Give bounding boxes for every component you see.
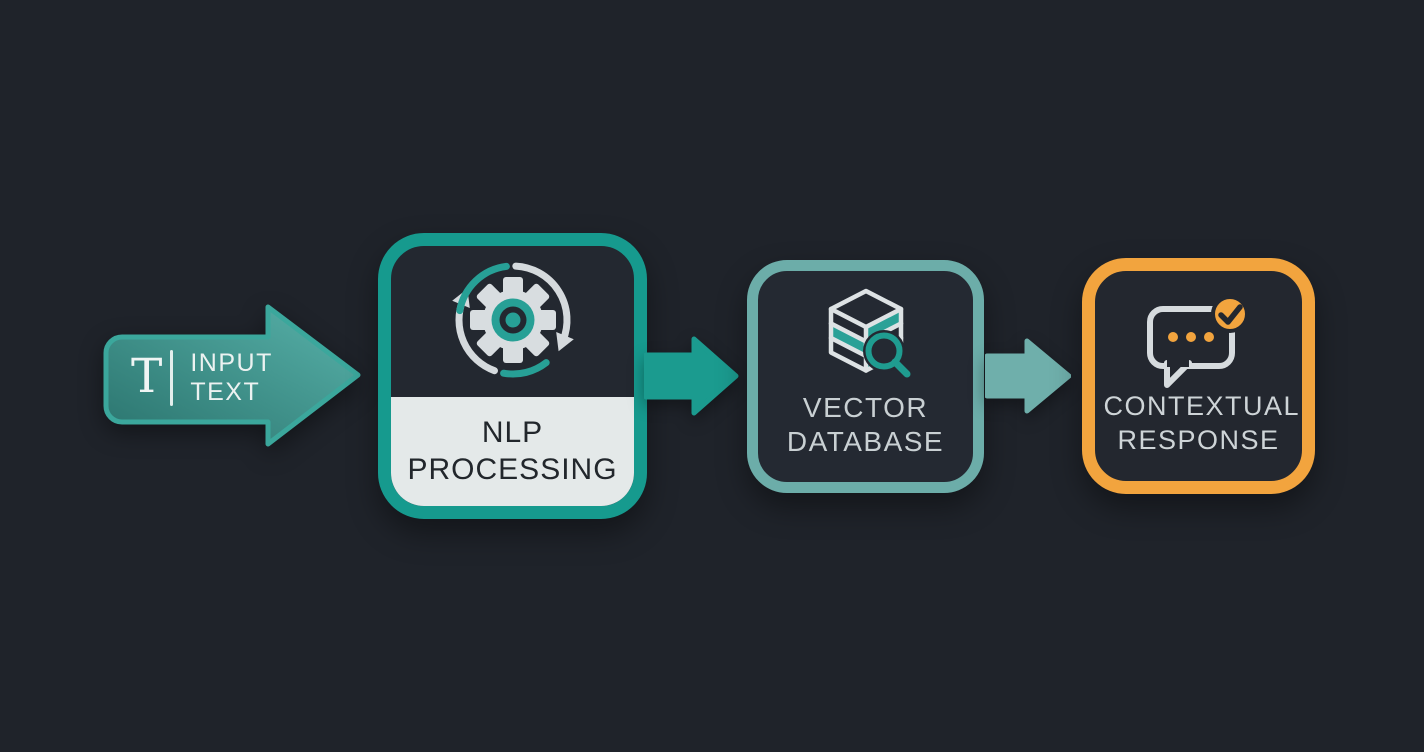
input-arrow-shape [103, 304, 361, 447]
nlp-processing-label: NLP PROCESSING [407, 415, 618, 486]
vector-database-label-text: VECTOR DATABASE [786, 391, 945, 458]
input-text-banner: T INPUT TEXT [131, 336, 302, 420]
text-cursor-icon: T [131, 348, 163, 404]
stage-contextual-response: CONTEXTUAL RESPONSE [1082, 258, 1315, 494]
database-search-icon [828, 288, 910, 378]
stage-nlp-processing: NLP PROCESSING [378, 233, 647, 519]
flow-arrow-1 [644, 336, 739, 416]
flow-arrow-2 [985, 338, 1071, 414]
contextual-response-label-text: CONTEXTUAL RESPONSE [1103, 391, 1301, 455]
chat-check-icon [1146, 295, 1249, 388]
text-caret-icon [170, 350, 174, 406]
gear-rotation-icon [451, 262, 574, 378]
contextual-response-label: CONTEXTUAL RESPONSE [1095, 390, 1302, 457]
nlp-label-panel: NLP PROCESSING [391, 397, 634, 506]
vector-database-label: VECTOR DATABASE [758, 391, 973, 460]
input-text-label: INPUT TEXT [190, 348, 273, 407]
stage-vector-database: VECTOR DATABASE [747, 260, 984, 493]
